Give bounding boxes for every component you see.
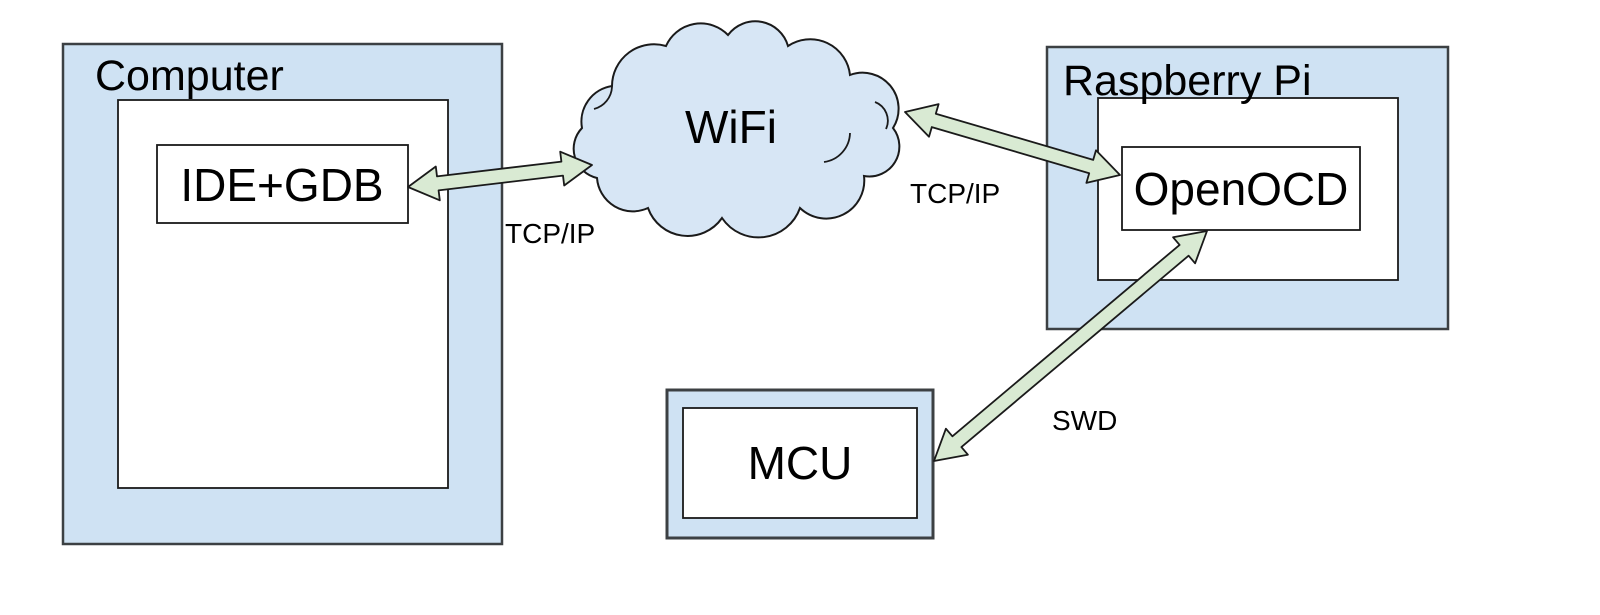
ide-gdb-label: IDE+GDB (180, 159, 383, 211)
edge-label-tcpip-left: TCP/IP (505, 218, 595, 249)
arrow-ide-wifi (407, 150, 593, 202)
raspberry-pi-node (1045, 45, 1450, 331)
cloud-inner-arc (593, 86, 613, 110)
cloud-inner-arc (823, 132, 851, 163)
computer-title: Computer (95, 52, 284, 100)
cloud-shape (572, 20, 901, 239)
labels: Computer IDE+GDB WiFi Raspberry Pi OpenO… (95, 52, 1348, 489)
edge-label-tcpip-right: TCP/IP (910, 178, 1000, 209)
edges (407, 103, 1208, 462)
arrow-openocd-mcu (933, 230, 1208, 462)
edge-label-swd: SWD (1052, 405, 1117, 436)
mcu-label: MCU (748, 437, 853, 489)
cloud-inner-arc (874, 101, 889, 130)
wifi-cloud-node (572, 20, 901, 239)
ide-gdb-box (156, 144, 409, 224)
computer-node (61, 42, 504, 546)
openocd-box (1121, 146, 1361, 231)
mcu-inner-box (682, 407, 918, 519)
raspberry-pi-title: Raspberry Pi (1063, 57, 1312, 105)
arrow-wifi-openocd (904, 103, 1121, 184)
openocd-label: OpenOCD (1134, 163, 1349, 215)
mcu-node (665, 388, 935, 540)
wifi-label: WiFi (685, 101, 777, 153)
